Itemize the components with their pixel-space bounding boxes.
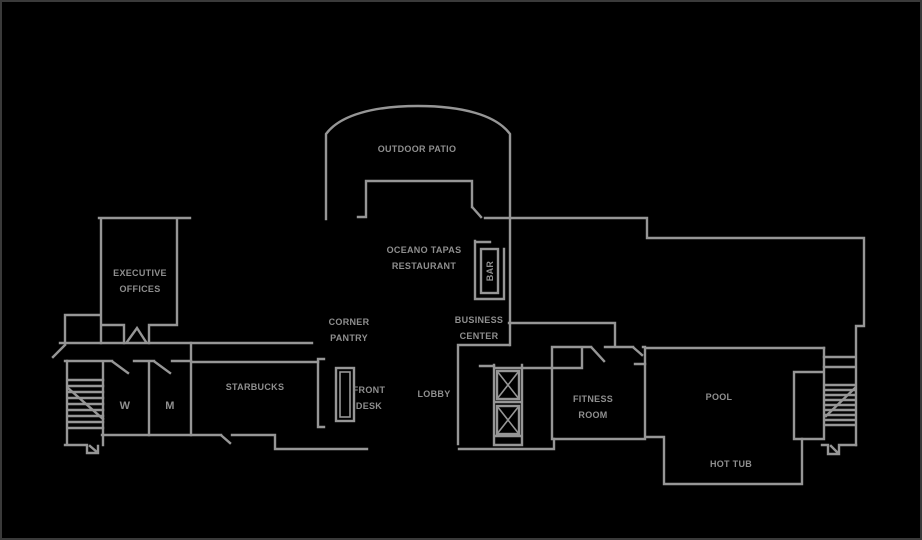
- restroom-door-swings: [111, 360, 172, 375]
- bar-outline: [473, 239, 506, 301]
- label-hot-tub: HOT TUB: [709, 459, 753, 469]
- starbucks-door-swing: [220, 434, 232, 445]
- label-outdoor-patio: OUTDOOR PATIO: [377, 144, 457, 154]
- restaurant-door-swing: [471, 206, 483, 219]
- left-staircase-walls: [63, 359, 100, 455]
- elevator-2-icon: [495, 404, 521, 436]
- fitness-door-swing-2: [632, 346, 644, 357]
- label-lobby: LOBBY: [417, 389, 451, 399]
- restaurant-walls: [356, 179, 474, 219]
- bar-counter: [479, 247, 500, 295]
- label-womens-restroom: W: [119, 400, 131, 412]
- left-staircase-diagonal: [66, 386, 105, 421]
- label-corner-pantry: CORNER PANTRY: [328, 317, 370, 343]
- south-wall-west: [100, 433, 369, 451]
- elevator-shaft: [492, 363, 524, 447]
- front-desk-shape: [334, 366, 356, 423]
- label-business-center: BUSINESS CENTER: [454, 315, 504, 341]
- executive-offices-door-swing: [125, 325, 148, 344]
- business-center-walls: [456, 321, 617, 446]
- elevator-2-x: [495, 404, 521, 436]
- north-east-outer-wall: [483, 216, 866, 447]
- right-staircase-corridor: [822, 355, 857, 369]
- right-exit-door-swing: [829, 444, 840, 455]
- executive-offices-walls: [63, 216, 192, 345]
- label-starbucks: STARBUCKS: [225, 382, 285, 392]
- restroom-walls: [101, 341, 193, 447]
- patio-arch-wall: [324, 104, 512, 347]
- pool-walls: [643, 346, 826, 486]
- west-entry-door-swing: [51, 343, 67, 359]
- label-front-desk: FRONT DESK: [352, 385, 386, 411]
- label-mens-restroom: M: [165, 400, 175, 412]
- south-wall-center: [457, 437, 556, 451]
- label-fitness-room: FITNESS ROOM: [572, 394, 614, 420]
- label-pool: POOL: [705, 392, 733, 402]
- label-bar: BAR: [485, 260, 495, 282]
- pool-equipment-room: [792, 346, 826, 441]
- right-staircase-diagonal: [824, 386, 857, 418]
- right-staircase-treads: [823, 383, 857, 427]
- elevator-1-icon: [495, 369, 521, 401]
- fitness-door-swing-1: [590, 346, 606, 363]
- starbucks-east-bracket: [316, 357, 326, 429]
- left-exit-door-swing: [88, 444, 99, 454]
- elevator-1-x: [495, 369, 521, 401]
- label-restaurant: OCEANO TAPAS RESTAURANT: [386, 245, 462, 271]
- label-executive-offices: EXECUTIVE OFFICES: [113, 268, 167, 294]
- front-desk-inner: [339, 371, 351, 418]
- right-staircase-bottom: [820, 443, 858, 456]
